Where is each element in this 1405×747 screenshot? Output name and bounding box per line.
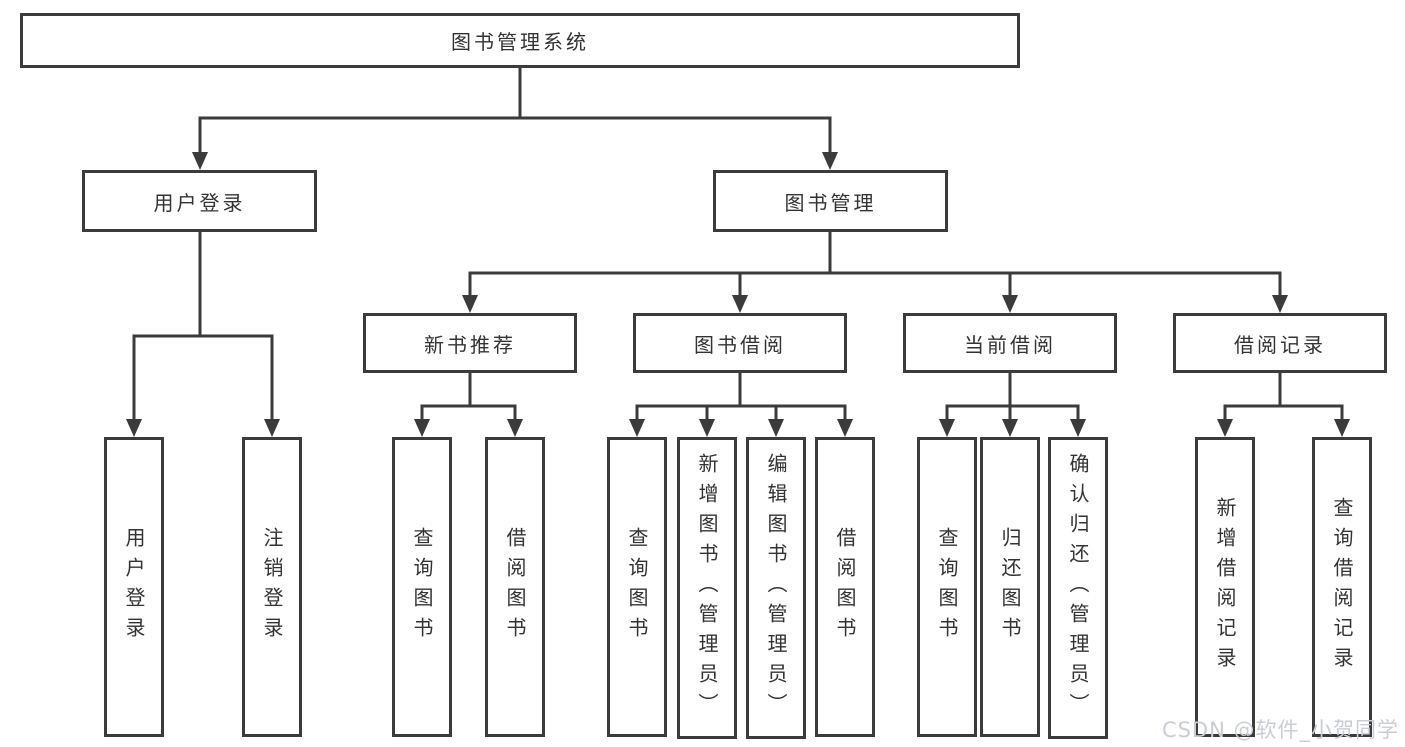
node-book-management: 图书管理: [713, 170, 948, 232]
node-label: 借阅记录: [1234, 332, 1326, 357]
leaf-query-books-2: 查询图书: [607, 437, 667, 737]
leaf-query-books-3: 查询图书: [917, 437, 977, 737]
node-root: 图书管理系统: [20, 13, 1020, 68]
node-label: 查询图书: [625, 527, 649, 647]
node-label: 用户登录: [153, 190, 246, 215]
node-label: 图书管理系统: [451, 30, 589, 54]
node-label: 注销登录: [260, 527, 284, 647]
leaf-query-borrow-record: 查询借阅记录: [1312, 437, 1372, 737]
node-borrowing-records: 借阅记录: [1173, 313, 1387, 373]
node-user-login: 用户登录: [82, 170, 317, 232]
node-label: 借阅图书: [833, 527, 857, 647]
leaf-query-books-1: 查询图书: [392, 437, 452, 737]
node-label: 查询借阅记录: [1330, 497, 1354, 677]
node-label: 当前借阅: [964, 332, 1056, 357]
node-new-book-recommendation: 新书推荐: [363, 313, 577, 373]
node-label: 新增图书（管理员）: [695, 453, 719, 723]
leaf-borrow-books-2: 借阅图书: [815, 437, 875, 737]
leaf-add-borrow-record: 新增借阅记录: [1195, 437, 1255, 737]
leaf-user-login: 用户登录: [104, 437, 164, 737]
node-label: 图书管理: [784, 190, 877, 215]
node-label: 查询图书: [410, 527, 434, 647]
tree-edges: [132, 68, 1344, 423]
leaf-add-book-admin: 新增图书（管理员）: [677, 437, 737, 739]
node-label: 编辑图书（管理员）: [764, 453, 788, 723]
node-label: 归还图书: [998, 527, 1022, 647]
leaf-borrow-books-1: 借阅图书: [485, 437, 545, 737]
node-book-borrowing: 图书借阅: [633, 313, 847, 373]
leaf-confirm-return-admin: 确认归还（管理员）: [1048, 437, 1108, 739]
node-current-borrowing: 当前借阅: [903, 313, 1117, 373]
node-label: 借阅图书: [503, 527, 527, 647]
node-label: 用户登录: [122, 527, 146, 647]
node-label: 新书推荐: [424, 332, 516, 357]
leaf-logout: 注销登录: [242, 437, 302, 737]
leaf-return-book: 归还图书: [980, 437, 1040, 737]
node-label: 查询图书: [935, 527, 959, 647]
leaf-edit-book-admin: 编辑图书（管理员）: [746, 437, 806, 739]
node-label: 图书借阅: [694, 332, 786, 357]
node-label: 确认归还（管理员）: [1066, 453, 1090, 723]
node-label: 新增借阅记录: [1213, 497, 1237, 677]
